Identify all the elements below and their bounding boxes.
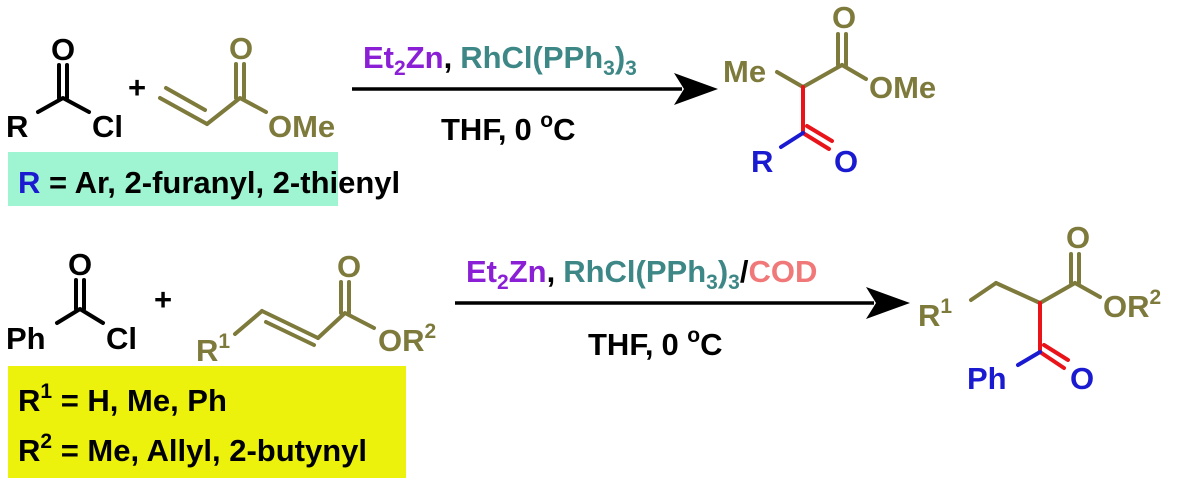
product-2-phenyl: Ph — [967, 361, 1007, 396]
product-1-r-group: R — [751, 144, 773, 179]
acrylate-ome: OMe — [268, 109, 335, 144]
product-2: R1 O OR2 Ph O — [918, 220, 1161, 396]
plus-sign-1: + — [128, 70, 146, 105]
methyl-acrylate: O OMe — [158, 31, 335, 144]
conditions-2: THF,0 oC — [588, 324, 723, 362]
benzoyl-chloride-phenyl: Ph — [6, 321, 46, 356]
product-2-ester-oxygen: O — [1066, 220, 1090, 255]
conditions-1: THF,0 oC — [441, 109, 576, 147]
acrylate-oxygen: O — [229, 31, 253, 66]
acyl-chloride-1-r-group: R — [6, 109, 28, 144]
substituted-ester-or2: OR2 — [378, 320, 436, 358]
product-1-methyl: Me — [723, 54, 766, 89]
reagents-2: Et2Zn,RhCl(PPh3)3/COD — [466, 254, 817, 294]
substituent-box-2 — [8, 366, 406, 478]
benzoyl-chloride-chlorine: Cl — [106, 321, 137, 356]
acyl-chloride-1-chlorine: Cl — [92, 109, 123, 144]
product-1-ester-oxygen: O — [832, 0, 856, 35]
substituent-box-2-line2: R2 = Me, Allyl, 2-butynyl — [18, 430, 367, 468]
substituted-ester-r1: R1 — [196, 330, 230, 368]
reaction-arrow-1 — [352, 73, 718, 105]
benzoyl-chloride-oxygen: O — [68, 247, 92, 282]
product-1-ketone-oxygen: O — [834, 144, 858, 179]
acyl-chloride-1: O R Cl — [6, 32, 123, 144]
plus-sign-2: + — [154, 282, 172, 317]
substituted-ester-oxygen: O — [337, 249, 361, 284]
product-1: Me O OMe R O — [723, 0, 936, 179]
product-2-r1: R1 — [918, 295, 952, 333]
substituted-ester: O R1 OR2 — [196, 249, 436, 368]
substituent-box-1-text: R = Ar, 2-furanyl, 2-thienyl — [18, 165, 400, 200]
substituent-box-1 — [8, 152, 338, 206]
reagents-1: Et2Zn,RhCl(PPh3)3 — [363, 40, 637, 80]
acyl-chloride-1-oxygen: O — [51, 32, 75, 67]
product-1-ome: OMe — [869, 70, 936, 105]
reaction-arrow-2 — [455, 287, 910, 319]
substituent-box-2-line1: R1 = H, Me, Ph — [18, 380, 227, 418]
product-2-or2: OR2 — [1103, 286, 1161, 324]
benzoyl-chloride: O Ph Cl — [6, 247, 137, 356]
product-2-ketone-oxygen: O — [1070, 361, 1094, 396]
